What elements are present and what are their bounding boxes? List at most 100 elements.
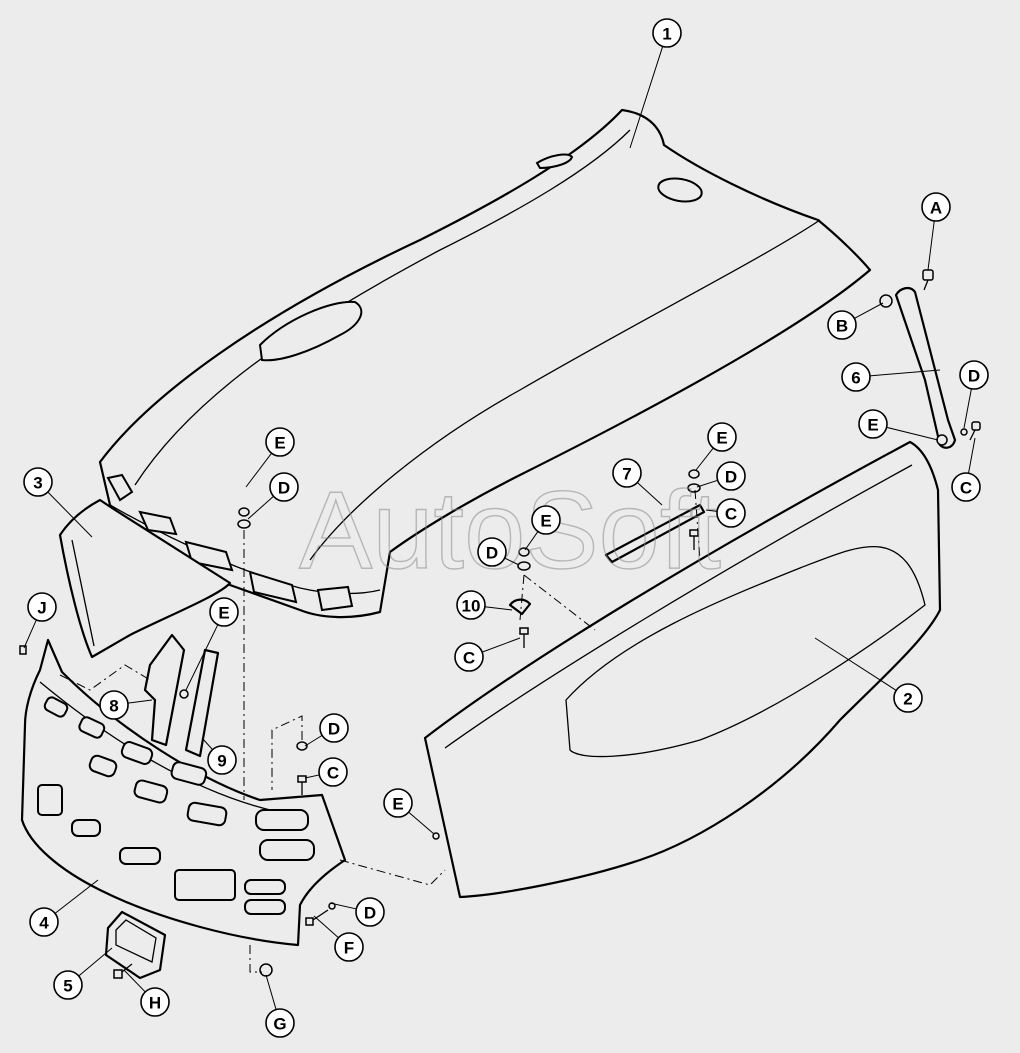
callout-label: D: [364, 904, 376, 923]
side-bracket: [143, 633, 186, 747]
callout-circle: [858, 409, 888, 439]
callout-label: 2: [903, 690, 912, 709]
callout-leader-line: [185, 624, 219, 691]
callout-circle: [477, 537, 507, 567]
callout-c-C4: C: [304, 757, 348, 787]
callout-circle: [53, 970, 83, 1000]
callout-circle: [716, 461, 746, 491]
callout-label: J: [37, 599, 46, 618]
trim-strip: [184, 648, 220, 758]
callout-c-E4: E: [524, 505, 561, 551]
callout-circle: [652, 18, 682, 48]
callout-c-B: B: [827, 302, 884, 340]
hood-side-panel: [423, 440, 942, 899]
callout-label: 8: [109, 697, 118, 716]
callout-leader-line: [814, 637, 897, 691]
callout-circle: [29, 907, 59, 937]
washer-icon: [936, 434, 948, 446]
callout-label: C: [960, 479, 972, 498]
washer-icon: [517, 561, 531, 571]
callout-circle: [269, 472, 299, 502]
bolt-icon: [297, 775, 307, 795]
callout-label: D: [968, 367, 980, 386]
callout-circle: [707, 422, 737, 452]
callout-c-E1: E: [858, 409, 939, 441]
washer-icon: [237, 519, 251, 529]
callout-c-7: 7: [612, 458, 663, 506]
callout-circle: [612, 458, 642, 488]
callout-c-H: H: [123, 969, 170, 1017]
watermark: AutoSoft: [299, 469, 721, 592]
callout-c-D4: D: [477, 537, 520, 567]
callout-circle: [921, 192, 951, 222]
bolt-icon: [519, 627, 529, 648]
callout-c-D2: D: [247, 472, 299, 520]
callout-c-E6: E: [383, 788, 435, 835]
washer-icon: [432, 832, 440, 840]
callout-c-D6: D: [329, 897, 385, 927]
callout-label: G: [273, 1015, 286, 1034]
callout-c-C3: C: [454, 637, 521, 672]
callout-circle: [334, 932, 364, 962]
callout-label: 6: [851, 369, 860, 388]
callout-circle: [827, 310, 857, 340]
callout-leader-line: [524, 531, 539, 551]
callout-circle: [383, 788, 413, 818]
callout-leader-line: [869, 369, 941, 377]
callout-label: C: [327, 764, 339, 783]
callout-label: 5: [63, 977, 72, 996]
callout-leader-line: [886, 426, 939, 441]
callout-label: C: [463, 649, 475, 668]
washer-icon: [960, 428, 968, 436]
callout-leader-line: [304, 734, 323, 747]
callout-circle: [140, 987, 170, 1017]
clip-icon: [19, 645, 27, 655]
callout-leader-line: [504, 557, 520, 566]
washer-icon: [688, 469, 700, 479]
callout-leader-line: [963, 388, 972, 429]
callout-leader-line: [484, 606, 513, 611]
callout-label: E: [274, 434, 285, 453]
callout-label: D: [328, 720, 340, 739]
callout-leader-line: [245, 452, 272, 488]
callout-leader-line: [54, 879, 99, 914]
callout-label: D: [486, 544, 498, 563]
callout-leader-line: [313, 915, 339, 939]
callout-label: A: [930, 199, 942, 218]
callout-circle: [959, 360, 989, 390]
callout-circle: [265, 1008, 295, 1038]
callout-c-2: 2: [814, 637, 923, 713]
washer-icon: [238, 507, 250, 517]
callout-leader-line: [481, 637, 521, 653]
callout-leader-line: [123, 969, 146, 993]
callout-label: 9: [217, 752, 226, 771]
callout-leader-line: [23, 619, 37, 649]
callout-label: 10: [462, 597, 481, 616]
callout-label: 7: [622, 465, 631, 484]
washer-icon: [179, 689, 189, 699]
callout-c-C2: C: [705, 498, 746, 528]
washer-icon: [518, 547, 530, 557]
callout-leader-line: [968, 437, 976, 474]
callout-leader-line: [265, 974, 277, 1010]
callout-label: D: [278, 479, 290, 498]
callout-c-F: F: [313, 915, 364, 962]
callout-leader-line: [47, 491, 93, 538]
latch: [508, 598, 532, 616]
callout-c-6: 6: [841, 362, 941, 392]
callout-c-J: J: [23, 592, 57, 649]
callout-circle: [23, 467, 53, 497]
callout-c-E5: E: [185, 597, 239, 691]
callout-leader-line: [696, 479, 718, 488]
callout-c-D5: D: [304, 713, 349, 747]
callout-c-G: G: [265, 974, 295, 1038]
callout-circle: [207, 745, 237, 775]
callout-circle: [319, 713, 349, 743]
callout-c-D3: D: [696, 461, 746, 491]
callout-label: D: [725, 468, 737, 487]
callout-label: E: [867, 416, 878, 435]
callout-circle: [209, 597, 239, 627]
bolt-icon: [922, 269, 934, 291]
